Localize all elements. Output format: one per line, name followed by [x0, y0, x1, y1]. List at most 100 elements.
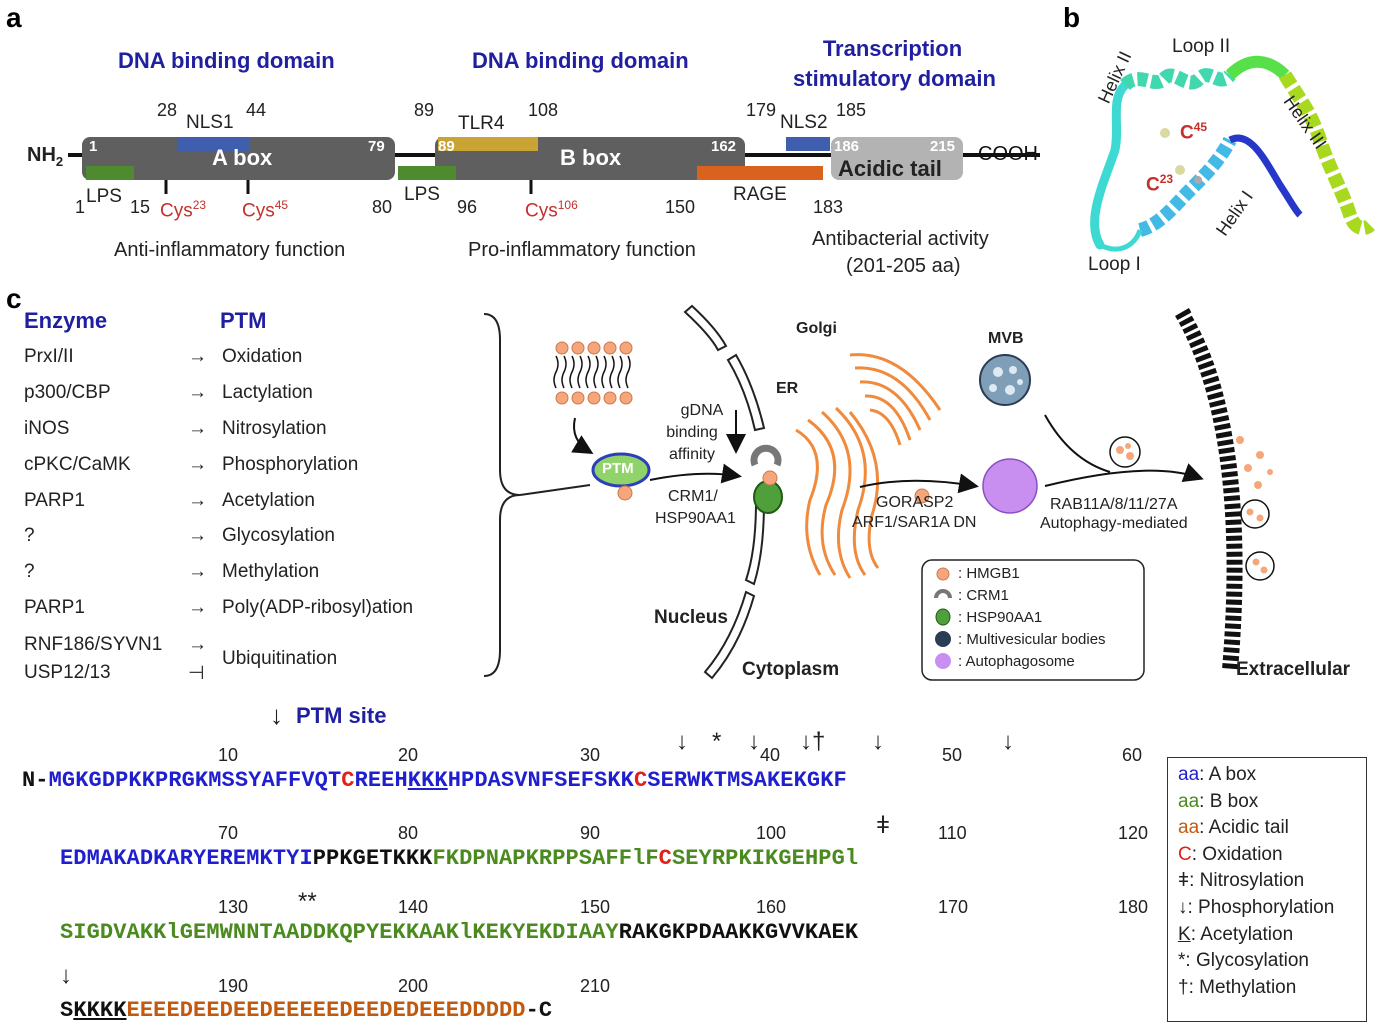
sequence-position-number: 210 — [580, 976, 611, 996]
sequence-line-1: N-MGKGDPKKPRGKMSSYAFFVQTCREEHKKKHPDASVNF… — [22, 768, 847, 793]
ptm-mark: ǂ — [876, 812, 891, 839]
sequence-position-number: 90 — [580, 823, 601, 843]
gdna-label-3: affinity — [669, 446, 715, 463]
sequence-position-number: 160 — [756, 897, 787, 917]
sequence-line-3: SIGDVAKKlGEMWNNTAADDKQPYEKKAAKlKEKYEKDIA… — [60, 920, 859, 945]
c45-label: C45 — [1180, 120, 1208, 144]
pos-1: 1 — [75, 197, 86, 217]
sequence-position-number: 10 — [218, 745, 239, 765]
bar-num-186: 186 — [834, 138, 860, 155]
ptm-name: Nitrosylation — [222, 418, 327, 439]
mvb-label: MVB — [988, 330, 1024, 347]
sequence-position-number: 180 — [1118, 897, 1149, 917]
nls2-rect — [786, 137, 830, 151]
gdna-label-2: binding — [666, 424, 718, 441]
antibacterial-range: (201-205 aa) — [846, 255, 961, 277]
bar-num-89: 89 — [438, 138, 455, 155]
enzyme-name: PrxI/II — [24, 346, 74, 367]
ub-enzyme-2: USP12/13 — [24, 662, 111, 683]
ub-enzyme-1: RNF186/SYVN1 — [24, 634, 163, 655]
right-arrow-icon: → — [188, 561, 207, 582]
nh2-label: NH2 — [27, 144, 64, 169]
right-arrow-icon: → — [188, 490, 207, 511]
enzyme-name: cPKC/CaMK — [24, 454, 131, 475]
lps1-rect — [86, 166, 134, 180]
sequence-position-number: 50 — [942, 745, 963, 765]
ptm-mark: ** — [298, 888, 317, 915]
cytoplasm-label: Cytoplasm — [742, 659, 840, 680]
c23-label: C23 — [1146, 172, 1174, 196]
cys23-label: Cys23 — [160, 198, 207, 222]
sequence-position-number: 110 — [938, 823, 967, 843]
panel-b-label: b — [1063, 2, 1081, 33]
bar-num-1: 1 — [89, 138, 98, 155]
ptm-name: Lactylation — [222, 382, 313, 403]
ptm-mark: ↓† — [800, 728, 826, 755]
panel-a-label: a — [6, 2, 22, 33]
cell-legend-item: : HSP90AA1 — [958, 609, 1043, 626]
loop-1-label: Loop I — [1088, 254, 1141, 275]
lps1-label: LPS — [86, 186, 122, 207]
sequence-legend-item: aa: B box — [1178, 790, 1259, 812]
golgi-label: Golgi — [796, 320, 837, 337]
tlr4-rect — [438, 137, 538, 151]
lps2-rect — [398, 166, 456, 180]
ptm-name: Glycosylation — [222, 525, 335, 546]
lipid-bilayer — [553, 341, 633, 405]
right-arrow-icon: → — [188, 525, 207, 546]
panel-c-label: c — [6, 283, 22, 314]
acidic-tail-label: Acidic tail — [838, 156, 942, 181]
right-arrow-icon: → — [188, 382, 207, 403]
ub-arrow-1: → — [188, 634, 207, 655]
cys45-label: Cys45 — [242, 198, 289, 222]
crm1-label-1: CRM1/ — [668, 488, 718, 505]
gdna-label-1: gDNA — [680, 402, 724, 419]
pos-80: 80 — [372, 197, 393, 217]
cooh-label: COOH — [978, 143, 1038, 165]
sequence-position-number: 120 — [1118, 823, 1149, 843]
nls1-label: NLS1 — [186, 112, 234, 133]
sequence-position-number: 190 — [218, 976, 249, 996]
rage-rect — [697, 166, 823, 180]
protein-structure-image — [1090, 55, 1375, 252]
acidic-tail-rect — [831, 137, 963, 180]
cys106-label: Cys106 — [525, 198, 578, 222]
secretion-pathway-illustration — [483, 304, 1275, 681]
golgi-stacks — [849, 353, 942, 446]
rab-label-1: RAB11A/8/11/27A — [1050, 496, 1178, 513]
ub-ptm: Ubiquitination — [222, 648, 338, 669]
sequence-position-number: 150 — [580, 897, 611, 917]
sequence-position-number: 170 — [938, 897, 969, 917]
sequence-legend-item: C: Oxidation — [1178, 843, 1283, 865]
cell-legend-item: : HMGB1 — [958, 565, 1020, 582]
dna-binding-domain-title-1: DNA binding domain — [118, 48, 335, 73]
enzyme-name: ? — [24, 561, 35, 582]
cell-legend-item: : Multivesicular bodies — [958, 631, 1106, 648]
sequence-position-number: 20 — [398, 745, 419, 765]
right-arrow-icon: → — [188, 418, 207, 439]
er-membranes — [795, 406, 880, 579]
sequence-position-number: 40 — [760, 745, 781, 765]
a-box-rect — [82, 137, 395, 180]
cell-legend-item: : Autophagosome — [958, 653, 1075, 670]
pos-185: 185 — [836, 100, 867, 120]
rab-label-2: Autophagy-mediated — [1040, 515, 1188, 532]
pos-15: 15 — [130, 197, 151, 217]
ptm-mark: ↓ — [748, 728, 760, 755]
right-arrow-icon: → — [188, 454, 207, 475]
sequence-legend-item: aa: Acidic tail — [1178, 817, 1289, 839]
sequence-position-number: 130 — [218, 897, 249, 917]
loop-2-label: Loop II — [1172, 36, 1231, 57]
enzyme-name: iNOS — [24, 418, 70, 439]
rage-label: RAGE — [733, 184, 787, 205]
ptm-name: Phosphorylation — [222, 454, 359, 475]
sequence-line-2: EDMAKADKARYEREMKTYIPPKGETKKKFKDPNAPKRPPS… — [60, 846, 859, 871]
pos-108: 108 — [528, 100, 559, 120]
enzyme-name: ? — [24, 525, 35, 546]
lps2-label: LPS — [404, 184, 440, 205]
pos-28: 28 — [157, 100, 178, 120]
sequence-position-number: 100 — [756, 823, 787, 843]
sequence-legend-item: †: Methylation — [1178, 976, 1297, 998]
crm1-label-2: HSP90AA1 — [655, 510, 736, 527]
